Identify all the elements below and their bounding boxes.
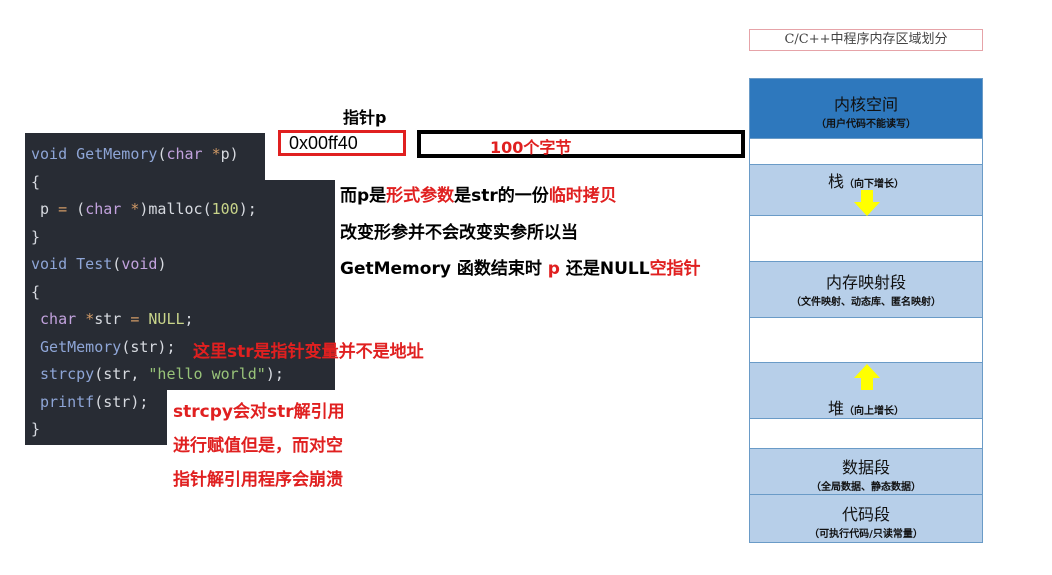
code-line-9: strcpy(str, "hello world"); (40, 365, 284, 383)
segment-code: 代码段 （可执行代码/只读常量） (749, 494, 983, 543)
code-line-4: } (31, 228, 41, 246)
pointer-label: 指针p (343, 108, 387, 127)
segment-mmap: 内存映射段 （文件映射、动态库、匿名映射） (749, 261, 983, 318)
note-strcpy-2: 进行赋值但是，而对空 (173, 436, 343, 456)
note-getmemory-call: 这里str是指针变量并不是地址 (193, 342, 424, 362)
code-line-3: p = (char *)malloc(100); (31, 200, 257, 218)
segment-kernel: 内核空间 （用户代码不能读写） (749, 78, 983, 139)
segment-gap (749, 317, 983, 363)
arrow-down-icon (854, 190, 880, 216)
code-line-6: { (31, 283, 41, 301)
code-panel-notch (265, 133, 337, 180)
code-line-8: GetMemory(str); (40, 338, 176, 356)
arrow-up-icon (854, 364, 880, 390)
note-formal-param: 而p是形式参数是str的一份临时拷贝 (340, 186, 617, 206)
code-panel: void GetMemory(char *p) { p = (char *)ma… (25, 133, 335, 445)
note-strcpy-1: strcpy会对str解引用 (173, 402, 345, 422)
code-line-2: { (31, 173, 41, 191)
memory-layout-title: C/C++中程序内存区域划分 (749, 29, 983, 51)
code-line-1: void GetMemory(char *p) (31, 145, 239, 163)
segment-data: 数据段 （全局数据、静态数据） (749, 448, 983, 495)
pointer-box: 0x00ff40 (278, 130, 406, 156)
code-line-10: printf(str); (40, 393, 149, 411)
memory-block-label: 100个字节 (490, 138, 572, 157)
code-line-5: void Test(void) (31, 255, 167, 273)
code-line-7: char *str = NULL; (40, 310, 194, 328)
segment-gap (749, 215, 983, 262)
segment-gap (749, 418, 983, 449)
note-still-null: GetMemory 函数结束时 p 还是NULL空指针 (340, 259, 701, 279)
memory-block-box (417, 130, 745, 158)
segment-gap (749, 138, 983, 165)
code-panel-notch (167, 390, 337, 446)
note-no-change: 改变形参并不会改变实参所以当 (340, 223, 578, 243)
note-strcpy-3: 指针解引用程序会崩溃 (173, 470, 343, 490)
code-line-11: } (31, 420, 41, 438)
